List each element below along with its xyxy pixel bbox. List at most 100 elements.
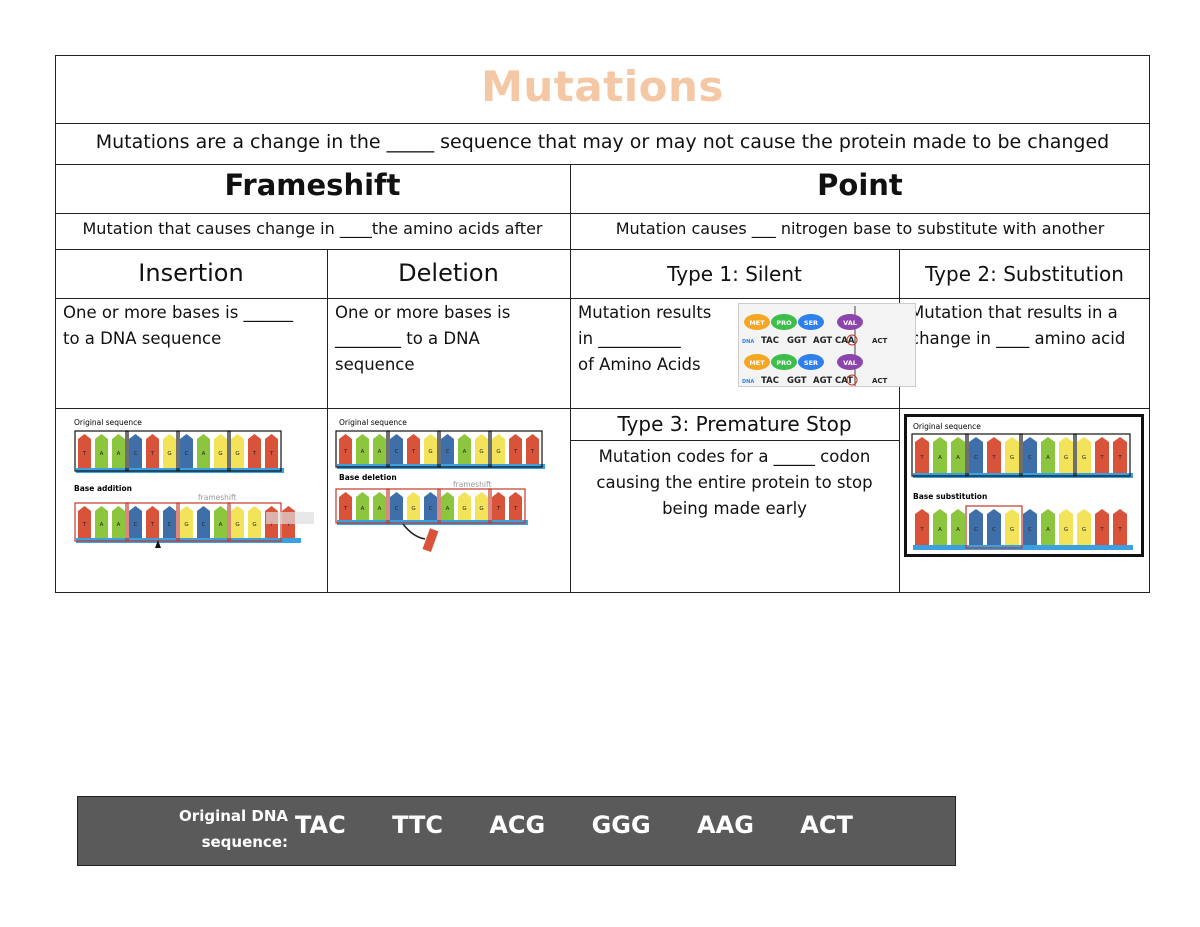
base-letter: T [1099,455,1104,461]
dna-base [95,506,108,538]
base-letter: T [411,449,416,455]
base-letter: A [117,522,121,528]
dna-base [1113,509,1127,545]
base-letter: G [252,522,256,528]
base-letter: A [117,451,121,457]
original-dna-label-line: Original DNA [179,807,288,825]
deletion-line: One or more bases is [335,303,511,322]
base-letter: A [1046,455,1050,461]
base-letter: G [1010,527,1014,533]
dna-base [146,506,159,538]
base-letter: T [1117,455,1122,461]
dna-base [163,434,176,468]
dna-base [78,434,91,468]
insertion-figure-svg: Original sequence Base addition frameshi… [74,418,314,548]
base-letter: G [1064,527,1068,533]
base-letter: A [938,527,942,533]
dna-base [373,434,386,464]
codon: TAC [295,811,346,839]
codon-box [488,430,543,468]
dna-base [441,434,454,464]
base-letter: A [938,455,942,461]
dna-base [214,434,227,468]
dna-base [248,434,261,468]
base-letter: C [395,506,399,512]
codon-box [1073,433,1131,477]
codon-box [437,430,492,468]
dna-base [1077,437,1091,473]
dna-base [231,434,244,468]
dna-base [356,434,369,464]
frameshift-description: Mutation that causes change in ____the a… [82,219,543,238]
codon-box [125,430,180,472]
base-letter: C [395,449,399,455]
base-letter: A [446,506,450,512]
codon-text: CAA [835,336,855,346]
codon-box [911,433,969,477]
dna-base [526,434,539,464]
divider [55,164,1150,165]
base-letter: A [202,451,206,457]
insertion-heading: Insertion [138,259,244,287]
dna-base [180,434,193,468]
deletion-line: sequence [335,355,415,374]
dna-base [492,492,505,520]
base-letter: G [1010,455,1014,461]
dna-base [1005,509,1019,545]
base-letter: A [100,451,104,457]
dna-base [1077,509,1091,545]
figure-label: Original sequence [913,422,981,431]
dna-base [424,492,437,520]
premature-line: causing the entire protein to stop [596,473,873,492]
insertion-figure: Original sequence Base addition frameshi… [66,412,321,557]
dna-base [265,434,278,468]
base-letter: A [378,506,382,512]
dna-label: DNA [742,379,754,385]
dna-base [1023,509,1037,545]
substitution-line: change in ____ amino acid [910,329,1126,348]
base-letter: A [361,506,365,512]
base-letter: G [462,506,466,512]
dna-base [1059,437,1073,473]
base-letter: G [235,451,239,457]
base-letter: C [1028,527,1032,533]
base-letter: G [218,451,222,457]
dna-base [197,434,210,468]
dna-base [163,506,176,538]
base-letter: T [82,451,87,457]
base-letter: T [1099,527,1104,533]
original-dna-bar: Original DNA sequence: TAC TTC ACG GGG A… [77,796,956,866]
base-letter: T [252,451,257,457]
amino-acid-label: PRO [776,319,792,327]
dna-base [951,509,965,545]
deletion-figure: Original sequence Base deletion frameshi… [333,412,565,562]
mutated-base-marker [846,374,858,386]
original-dna-label-line: sequence: [201,833,288,851]
amino-acid-bubble [837,354,863,370]
dna-base [424,434,437,464]
premature-stop-text: Mutation codes for a _____ codon causing… [572,444,897,522]
original-dna-label: Original DNA sequence: [138,803,288,855]
dna-base [1041,509,1055,545]
base-letter: T [496,506,501,512]
intro-text: Mutations are a change in the _____ sequ… [95,131,1110,153]
base-letter: A [378,449,382,455]
divider [55,249,1150,250]
amino-acid-label: PRO [776,359,792,367]
base-letter: C [992,527,996,533]
dna-base [915,437,929,473]
codon: GGG [591,811,651,839]
dna-base [915,509,929,545]
base-letter: T [513,506,518,512]
amino-acid-label: SER [804,319,818,327]
dna-base [78,506,91,538]
silent-heading: Type 1: Silent [667,262,802,286]
codon-text: GGT [787,336,807,346]
base-letter: T [269,522,274,528]
codon: ACT [800,811,853,839]
dna-base [95,434,108,468]
base-letter: T [269,451,274,457]
dna-base [390,492,403,520]
dna-base [390,434,403,464]
dna-base [1095,509,1109,545]
